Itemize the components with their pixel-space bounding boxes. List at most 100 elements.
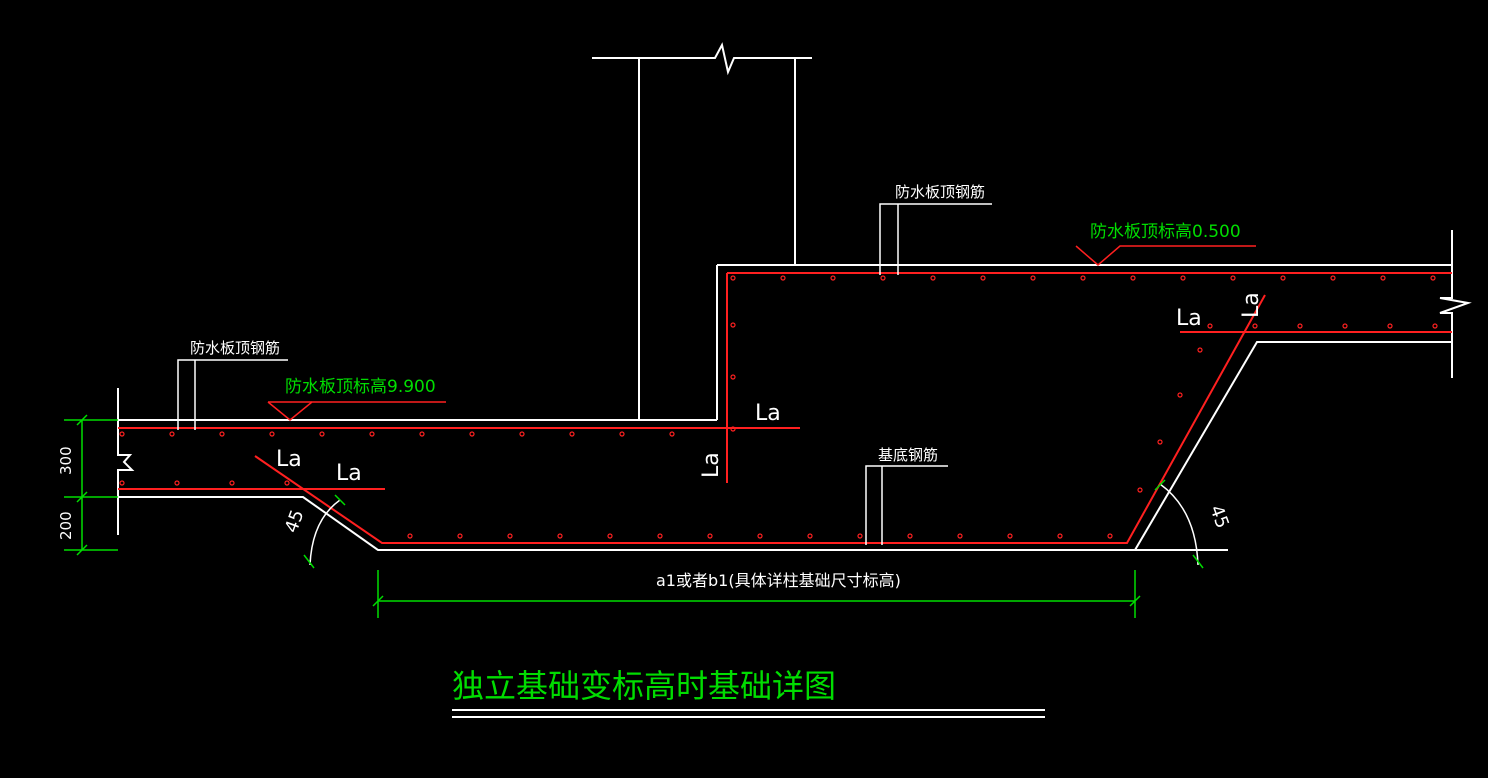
column-break-line — [592, 42, 812, 76]
la-label-right-slab: La — [1176, 306, 1202, 331]
rebar-dot — [174, 480, 180, 486]
rebar-dot — [980, 275, 986, 281]
rebar-dot — [730, 275, 736, 281]
arc-tick-right-1 — [1192, 554, 1204, 569]
rebar-dot — [1180, 275, 1186, 281]
width-tick-left — [372, 595, 384, 607]
rebar-dot — [284, 480, 290, 486]
la-label-step: La — [755, 401, 781, 426]
leader-top-rebar-right — [879, 203, 992, 275]
rebar-dot — [1080, 275, 1086, 281]
left-slab-break — [117, 388, 135, 535]
rebar-dot — [807, 533, 813, 539]
right-slab-break — [1439, 230, 1472, 378]
rebar-dot — [457, 533, 463, 539]
label-top-rebar-right: 防水板顶钢筋 — [895, 183, 985, 201]
rebar-dot — [1157, 439, 1163, 445]
rebar-dot — [369, 431, 375, 437]
label-leaders — [177, 203, 992, 545]
rebar-dot — [730, 426, 736, 432]
rebar-dot — [219, 431, 225, 437]
angle-arc-ticks — [303, 479, 1204, 569]
concrete-outline — [117, 230, 1472, 551]
rebar-dot — [1280, 275, 1286, 281]
arc-tick-right-2 — [1154, 479, 1166, 491]
rebar-dot — [1297, 323, 1303, 329]
rebar-dot — [1197, 347, 1203, 353]
arc-tick-left-2 — [334, 494, 346, 506]
rebar-dot — [1380, 275, 1386, 281]
rebar-dot — [1430, 275, 1436, 281]
rebar-dot — [557, 533, 563, 539]
rebar-dot — [119, 480, 125, 486]
rebar-dot — [1057, 533, 1063, 539]
rebar-dot — [569, 431, 575, 437]
la-label-step-vertical: La — [699, 452, 724, 478]
rebar-dot — [657, 533, 663, 539]
la-label-slope-left: La — [336, 461, 362, 486]
rebar-dot — [469, 431, 475, 437]
rebar-dots — [119, 275, 1438, 539]
elev-triangle-left — [267, 401, 446, 421]
texts: 防水板顶钢筋 防水板顶钢筋 基底钢筋 防水板顶标高9.900 防水板顶标高0.5… — [57, 183, 1264, 705]
rebar-dot — [1130, 275, 1136, 281]
rebar-dot — [1030, 275, 1036, 281]
rebar-dot — [757, 533, 763, 539]
label-top-rebar-left: 防水板顶钢筋 — [190, 339, 280, 357]
rebar-dot — [1252, 323, 1258, 329]
rebar-dot — [1177, 392, 1183, 398]
rebar-dot — [880, 275, 886, 281]
rebar-dot — [169, 431, 175, 437]
rebar-dot — [1330, 275, 1336, 281]
rebar-dot — [730, 374, 736, 380]
left-slab-bottom — [118, 341, 1452, 551]
rebar-dot — [669, 431, 675, 437]
rebar-dot — [619, 431, 625, 437]
rebar-dot — [1007, 533, 1013, 539]
rebar-dot — [1432, 323, 1438, 329]
left-dimension — [64, 414, 118, 556]
width-label: a1或者b1(具体详柱基础尺寸标高) — [656, 571, 901, 590]
leader-top-rebar-left — [177, 359, 288, 430]
rebar-dot — [930, 275, 936, 281]
rebar-dot — [607, 533, 613, 539]
base-rebar — [254, 294, 1266, 544]
angle-arcs — [309, 483, 1199, 566]
elevation-marks — [267, 245, 1256, 421]
title-underline — [452, 709, 1045, 718]
rebar-dot — [907, 533, 913, 539]
rebar-dot — [830, 275, 836, 281]
la-label-left-slab: La — [276, 447, 302, 472]
rebar-dot — [519, 431, 525, 437]
rebar-dot — [957, 533, 963, 539]
rebar-dot — [730, 322, 736, 328]
rebar-dot — [507, 533, 513, 539]
dim-label-200: 200 — [57, 511, 75, 540]
rebar-dot — [119, 431, 125, 437]
arc-tick-left-1 — [303, 554, 315, 569]
column — [592, 42, 812, 420]
dim-tick-bottom — [76, 544, 88, 556]
rebar-dot — [1137, 487, 1143, 493]
rebar-dot — [857, 533, 863, 539]
rebar-dot — [419, 431, 425, 437]
angle-arc-left — [309, 499, 341, 566]
rebar-dot — [269, 431, 275, 437]
rebar-dot — [1230, 275, 1236, 281]
leader-bottom-rebar — [865, 465, 948, 545]
width-tick-right — [1129, 595, 1141, 607]
elev-triangle-right — [1075, 245, 1256, 266]
rebar-dot — [780, 275, 786, 281]
angle-label-right: 45 — [1205, 503, 1233, 532]
label-elev-right: 防水板顶标高0.500 — [1090, 222, 1241, 242]
label-bottom-rebar: 基底钢筋 — [878, 446, 938, 464]
la-label-slope-right: La — [1239, 292, 1264, 318]
dim-tick-top — [76, 414, 88, 426]
dim-tick-mid — [76, 491, 88, 503]
label-elev-left: 防水板顶标高9.900 — [285, 377, 436, 397]
rebar-dot — [1387, 323, 1393, 329]
rebar-dot — [407, 533, 413, 539]
bottom-dimension — [372, 570, 1141, 618]
